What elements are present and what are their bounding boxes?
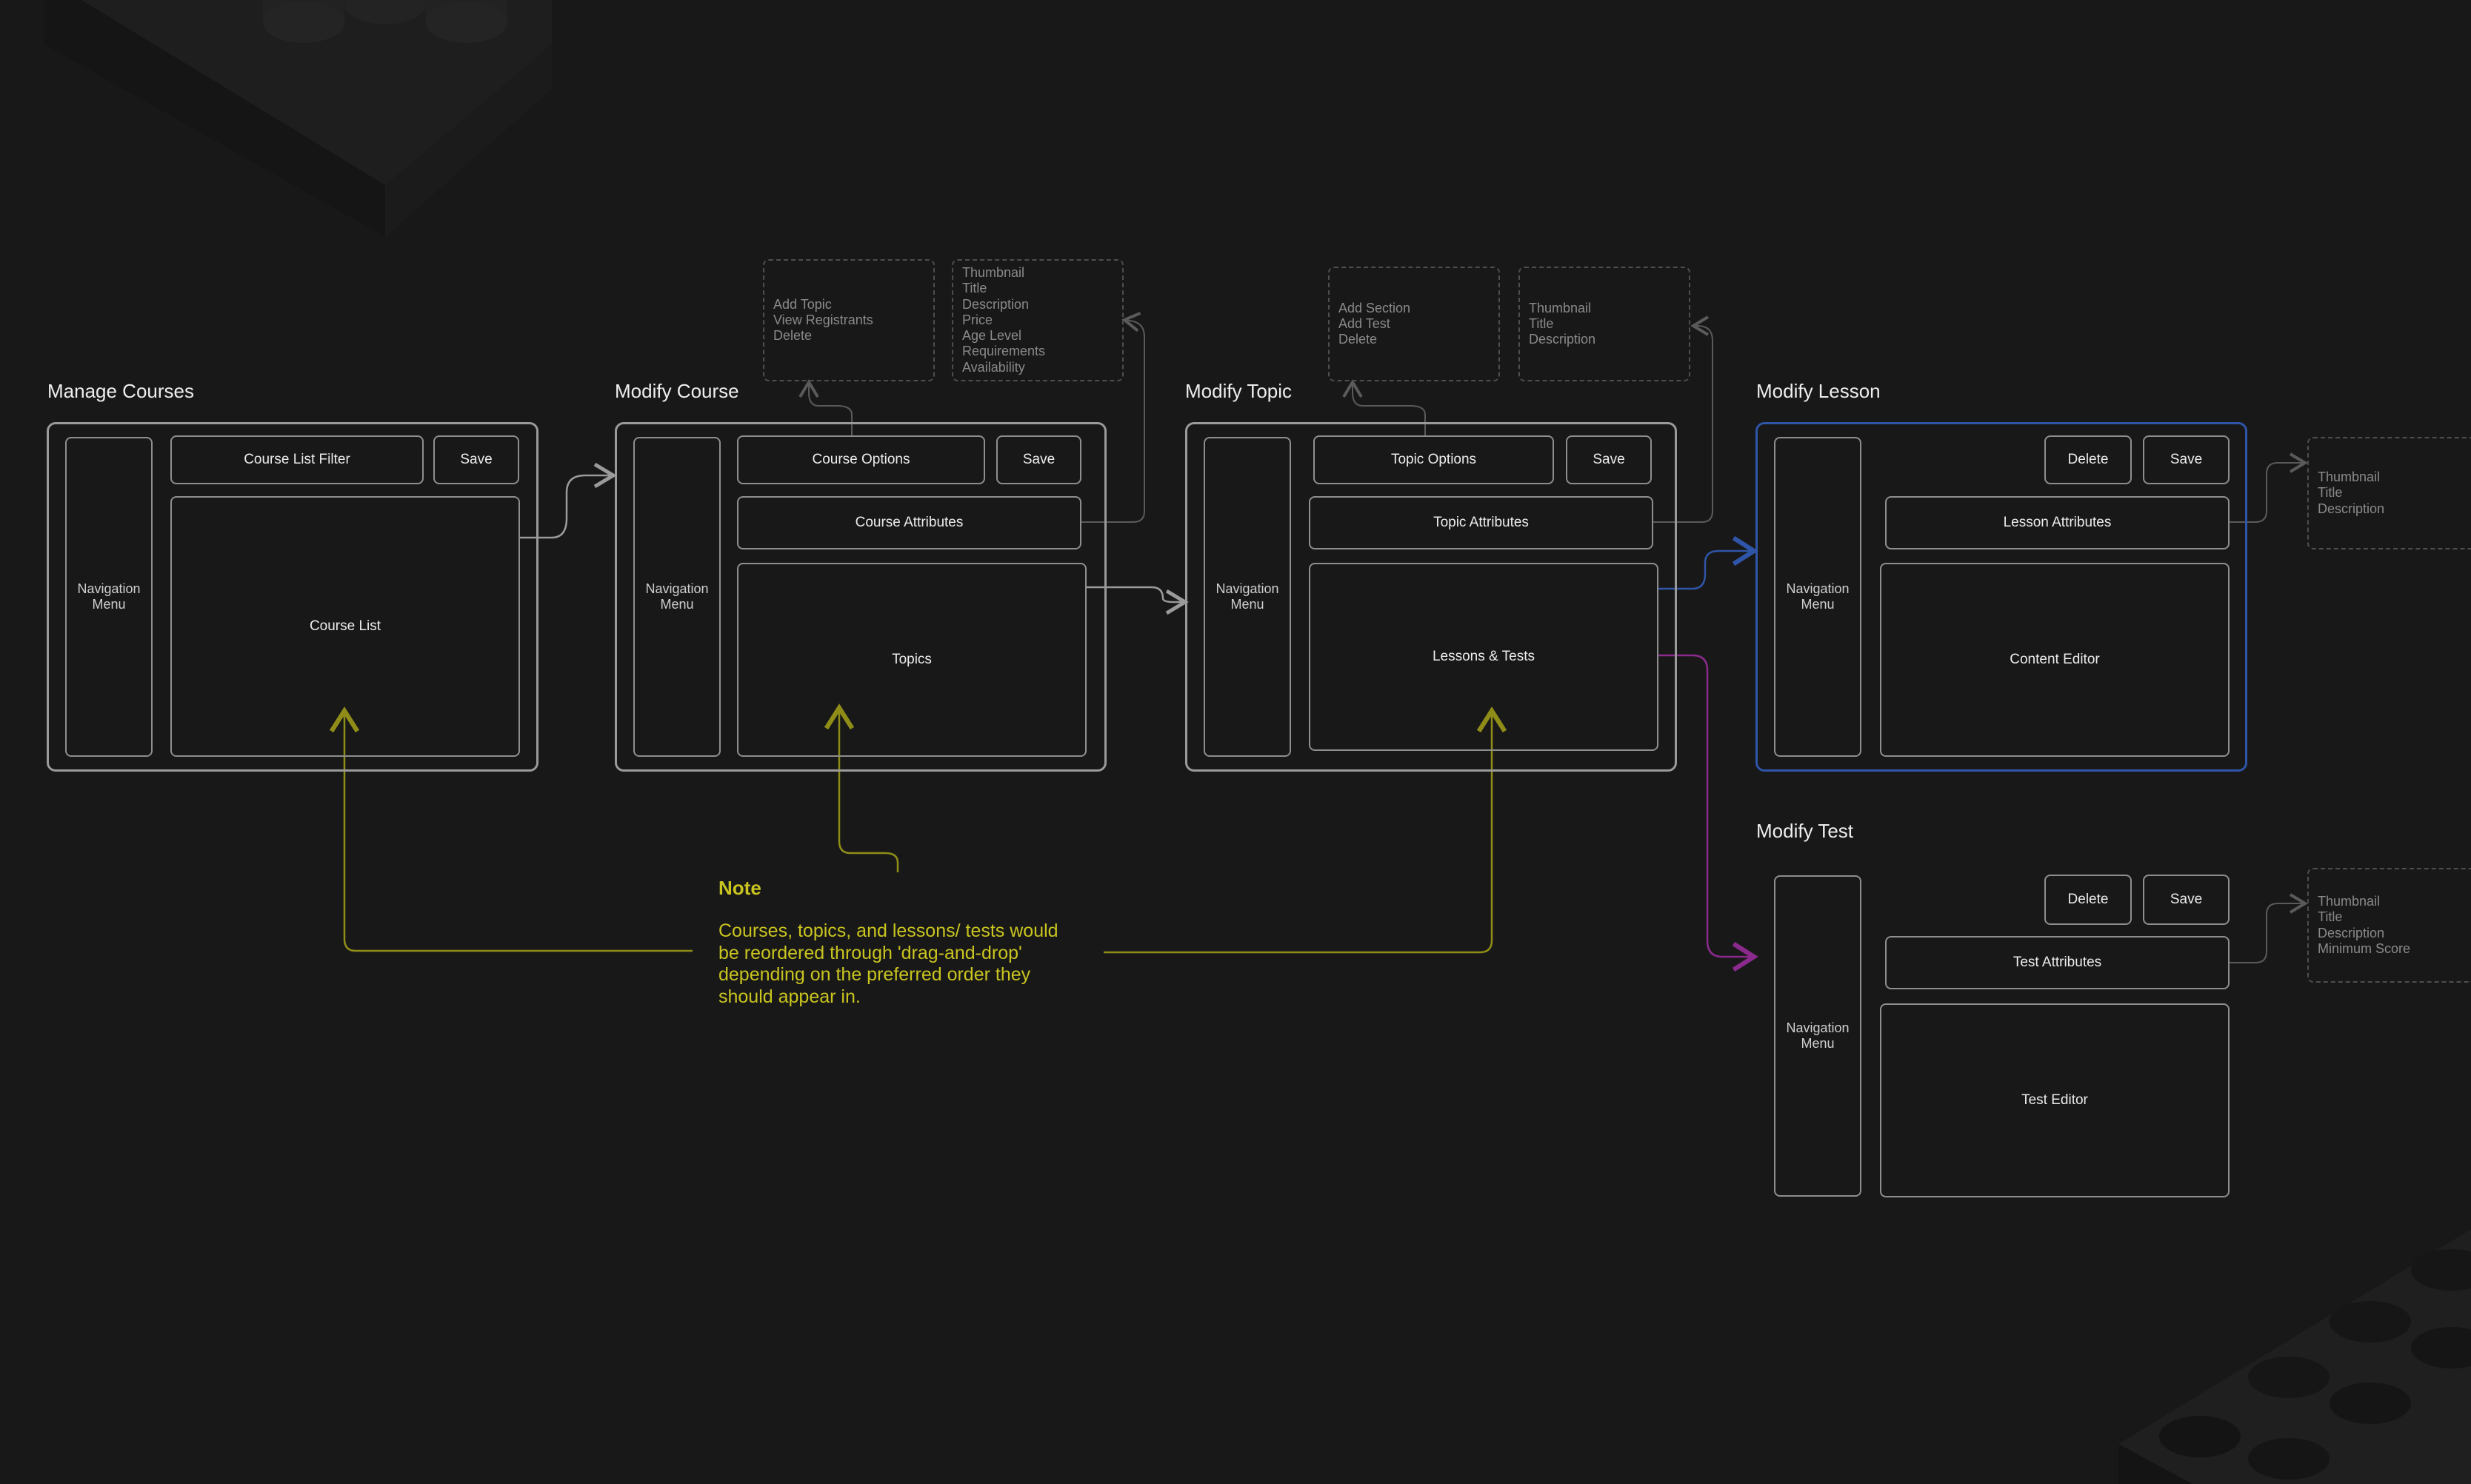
topic-attribute-item: Thumbnail	[1529, 300, 1592, 315]
course-option-item: Add Topic	[773, 296, 832, 312]
test-attribute-item: Thumbnail	[2318, 894, 2381, 909]
topic-option-item: Add Test	[1338, 315, 1390, 331]
navigation-menu[interactable]: Navigation Menu	[1774, 875, 1861, 1197]
save-button[interactable]: Save	[996, 435, 1081, 484]
navigation-menu[interactable]: Navigation Menu	[1774, 437, 1861, 757]
navigation-menu[interactable]: Navigation Menu	[65, 437, 153, 757]
note-body: Courses, topics, and lessons/ tests woul…	[718, 920, 1058, 1007]
course-option-item: Delete	[773, 328, 813, 344]
course-attribute-item: Title	[962, 281, 987, 296]
course-attribute-item: Requirements	[962, 344, 1046, 359]
course-attributes-button[interactable]: Course Attributes	[737, 496, 1081, 549]
test-editor[interactable]: Test Editor	[1880, 1003, 2230, 1197]
topic-options-button[interactable]: Topic Options	[1313, 435, 1554, 484]
topic-option-item: Delete	[1338, 332, 1378, 347]
topic-attribute-item: Title	[1529, 315, 1554, 331]
lesson-attribute-item: Description	[2318, 501, 2385, 516]
lesson-attribute-item: Thumbnail	[2318, 469, 2381, 485]
delete-button[interactable]: Delete	[2044, 875, 2132, 925]
save-button[interactable]: Save	[2143, 435, 2230, 484]
course-attribute-item: Age Level	[962, 328, 1022, 344]
course-attribute-item: Description	[962, 296, 1030, 312]
manage-courses-screen	[47, 422, 538, 772]
modify-lesson-screen	[1755, 422, 2247, 772]
topic-options-list: Add Section Add Test Delete	[1328, 267, 1500, 381]
navigation-menu[interactable]: Navigation Menu	[1204, 437, 1291, 757]
test-attribute-item: Title	[2318, 909, 2343, 925]
topic-option-item: Add Section	[1338, 300, 1411, 315]
note-title: Note	[718, 877, 761, 899]
course-attributes-list: Thumbnail Title Description Price Age Le…	[952, 259, 1124, 381]
topics-list[interactable]: Topics	[737, 563, 1087, 757]
modify-topic-title: Modify Topic	[1185, 380, 1293, 402]
modify-test-title: Modify Test	[1756, 820, 1854, 842]
modify-topic-screen	[1185, 422, 1677, 772]
test-attributes-list: Thumbnail Title Description Minimum Scor…	[2307, 868, 2471, 983]
save-button[interactable]: Save	[433, 435, 519, 484]
navigation-menu[interactable]: Navigation Menu	[633, 437, 721, 757]
course-attribute-item: Thumbnail	[962, 265, 1025, 281]
save-button[interactable]: Save	[1566, 435, 1652, 484]
save-button[interactable]: Save	[2143, 875, 2230, 925]
course-list[interactable]: Course List	[170, 496, 520, 757]
delete-button[interactable]: Delete	[2044, 435, 2132, 484]
topic-attribute-item: Description	[1529, 332, 1596, 347]
modify-course-screen	[615, 422, 1107, 772]
modify-lesson-title: Modify Lesson	[1756, 380, 1881, 402]
course-option-item: View Registrants	[773, 312, 873, 327]
topic-attributes-list: Thumbnail Title Description	[1518, 267, 1690, 381]
topic-attributes-button[interactable]: Topic Attributes	[1309, 496, 1653, 549]
course-attribute-item: Availability	[962, 359, 1025, 375]
test-attributes-button[interactable]: Test Attributes	[1885, 936, 2230, 989]
course-list-filter[interactable]: Course List Filter	[170, 435, 424, 484]
modify-course-title: Modify Course	[615, 380, 739, 402]
test-attribute-item: Description	[2318, 925, 2385, 940]
lesson-attribute-item: Title	[2318, 485, 2343, 501]
course-attribute-item: Price	[962, 312, 993, 327]
content-editor[interactable]: Content Editor	[1880, 563, 2230, 757]
lesson-attributes-list: Thumbnail Title Description	[2307, 437, 2471, 549]
course-options-list: Add Topic View Registrants Delete	[763, 259, 935, 381]
lessons-tests-list[interactable]: Lessons & Tests	[1309, 563, 1658, 751]
lesson-attributes-button[interactable]: Lesson Attributes	[1885, 496, 2230, 549]
course-options-button[interactable]: Course Options	[737, 435, 985, 484]
manage-courses-title: Manage Courses	[47, 380, 194, 402]
test-attribute-item: Minimum Score	[2318, 940, 2411, 956]
